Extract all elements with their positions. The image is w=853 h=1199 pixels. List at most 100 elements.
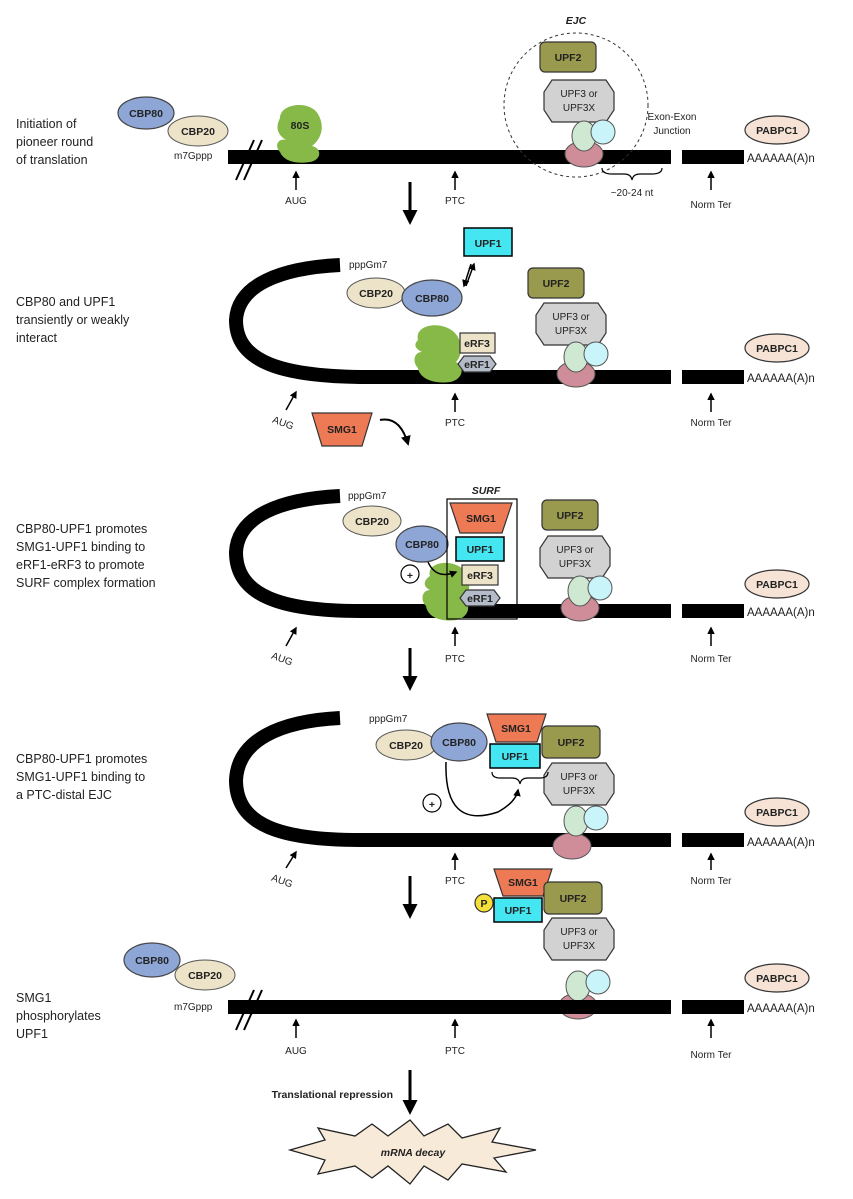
poly-a-tail: AAAAAA(A)n — [747, 373, 815, 385]
mrna-strand-3prime — [682, 370, 744, 384]
smg1-protein — [311, 412, 373, 447]
smg1-label: SMG1 — [327, 424, 357, 436]
cbp20-label: CBP20 — [188, 970, 222, 982]
poly-a-tail: AAAAAA(A)n — [747, 1003, 815, 1015]
upf3-protein — [539, 535, 611, 579]
stage-5: SMG1 phosphorylates UPF1 SMG1 UPF1 P UPF… — [16, 868, 815, 1061]
norm-ter-label: Norm Ter — [691, 654, 733, 665]
upf2-label: UPF2 — [543, 278, 570, 290]
mrna-loop — [228, 258, 671, 384]
ejc-core-cyan — [583, 341, 609, 367]
erf3-label: eRF3 — [467, 570, 493, 582]
smg1-protein — [486, 713, 547, 743]
upf3-label: UPF3X — [563, 103, 596, 114]
aug-label: AUG — [270, 651, 294, 669]
upf2-protein — [527, 267, 585, 299]
poly-a-tail: AAAAAA(A)n — [747, 837, 815, 849]
smg1-protein — [493, 868, 553, 897]
ptc-label: PTC — [445, 418, 465, 429]
mrna-loop — [228, 489, 671, 618]
cbp80-protein — [401, 279, 463, 317]
upf3-label: UPF3X — [563, 786, 596, 797]
upf1-label: UPF1 — [467, 544, 494, 556]
junction-label: Junction — [653, 126, 690, 137]
aug-arrow — [285, 390, 297, 411]
cbp80-label: CBP80 — [415, 293, 449, 305]
stage-4: CBP80-UPF1 promotes SMG1-UPF1 binding to… — [16, 711, 815, 891]
ptc-label: PTC — [445, 196, 465, 207]
aug-arrow — [285, 850, 297, 869]
cbp80-protein — [123, 942, 181, 978]
pabpc1-label: PABPC1 — [756, 125, 798, 137]
upf1-protein — [493, 897, 543, 923]
cbp20-protein — [174, 959, 236, 991]
upf3-label: UPF3 or — [556, 545, 594, 556]
translational-repression-label: Translational repression — [272, 1089, 393, 1101]
upf3-label: UPF3 or — [552, 312, 590, 323]
upf1-label: UPF1 — [502, 751, 529, 763]
mrna-strand-3prime — [682, 1000, 744, 1014]
upf2-protein — [541, 725, 601, 759]
aug-arrow — [285, 626, 297, 647]
upf2-protein — [541, 499, 599, 531]
ejc-core-cyan — [587, 575, 613, 601]
stage-1-label: Initiation of pioneer round of translati… — [16, 117, 97, 167]
phosphate-label: P — [480, 898, 487, 910]
stage-1: Initiation of pioneer round of translati… — [16, 15, 815, 211]
plus-circle — [400, 564, 420, 584]
stage-4-label: CBP80-UPF1 promotes SMG1-UPF1 binding to… — [16, 752, 151, 802]
mrna-strand-3prime — [682, 833, 744, 847]
upf1-protein — [489, 743, 541, 769]
junction-label: Exon-Exon — [648, 112, 697, 123]
upf2-protein — [539, 41, 597, 73]
erf3-protein — [461, 564, 499, 586]
upf3-label: UPF3 or — [560, 927, 598, 938]
cbp80-protein — [395, 525, 449, 563]
upf1-protein — [463, 227, 513, 257]
norm-ter-label: Norm Ter — [691, 200, 733, 211]
ejc-core-pink — [552, 832, 592, 860]
mrna-break-mark — [235, 989, 255, 1031]
distance-brace — [601, 167, 663, 181]
promote-arrow — [445, 761, 521, 817]
ribosome-label: 80S — [291, 120, 310, 132]
plus-sign: + — [429, 799, 435, 811]
upf3-protein — [543, 917, 615, 961]
stage-5-label: SMG1 phosphorylates UPF1 — [16, 991, 104, 1041]
cap-pppg: pppGm7 — [349, 260, 388, 271]
erf3-protein — [459, 332, 496, 354]
mrna-loop — [228, 711, 671, 847]
upf3-label: UPF3X — [555, 326, 588, 337]
upf2-label: UPF2 — [560, 893, 587, 905]
erf1-protein — [457, 355, 497, 373]
cap-m7gppp: m7Gppp — [174, 1002, 213, 1013]
mrna-break-mark — [243, 989, 263, 1031]
cbp20-label: CBP20 — [181, 126, 215, 138]
smg1-label: SMG1 — [501, 723, 531, 735]
ribosome-80s — [422, 562, 470, 621]
plus-sign: + — [407, 570, 413, 582]
surf-title: SURF — [472, 485, 501, 497]
cbp80-label: CBP80 — [405, 539, 439, 551]
pabpc1-protein — [744, 797, 810, 827]
upf1-protein — [455, 536, 505, 562]
upf2-label: UPF2 — [557, 510, 584, 522]
smg1-recruit-arrow — [379, 418, 411, 446]
ejc-core-cyan — [585, 969, 611, 995]
cbp80-protein — [117, 96, 175, 130]
phosphate-group — [474, 893, 494, 913]
cap-pppg: pppGm7 — [369, 714, 408, 725]
ejc-boundary — [503, 32, 649, 178]
smg1-label: SMG1 — [466, 513, 496, 525]
stage-3: CBP80-UPF1 promotes SMG1-UPF1 binding to… — [16, 485, 815, 669]
stage-2: CBP80 and UPF1 transiently or weakly int… — [16, 227, 815, 447]
surf-complex-box — [446, 498, 518, 620]
cbp80-label: CBP80 — [135, 955, 169, 967]
pabpc1-protein — [744, 569, 810, 599]
distance-label: ~20-24 nt — [611, 188, 654, 199]
pabpc1-label: PABPC1 — [756, 973, 798, 985]
cap-pppg: pppGm7 — [348, 491, 387, 502]
cbp20-label: CBP20 — [355, 516, 389, 528]
upf2-label: UPF2 — [558, 737, 585, 749]
